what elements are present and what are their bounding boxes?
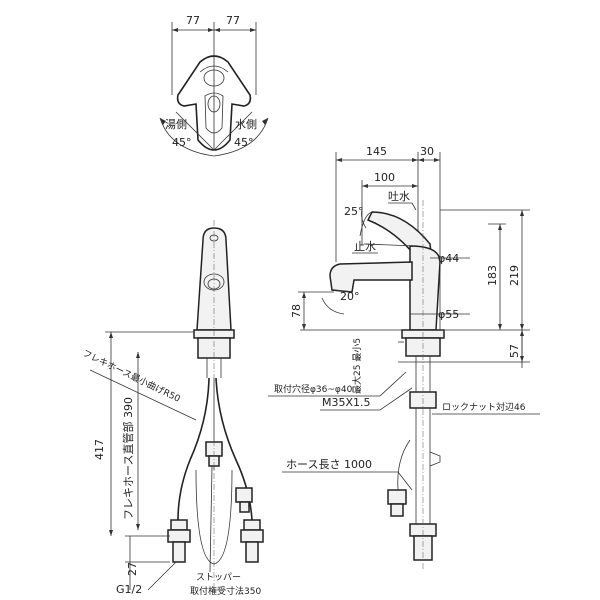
dia-55: φ55 <box>438 308 459 321</box>
dia-44: φ44 <box>438 252 459 265</box>
top-view: 77 77 湯側 水側 45° 45° <box>159 14 269 157</box>
mount-hole-label: 取付穴径φ36~φ40 <box>274 383 353 395</box>
angle-left: 45° <box>172 136 192 149</box>
dim-78: 78 <box>290 304 303 318</box>
thread-g12-label: G1/2 <box>116 583 142 596</box>
dim-57: 57 <box>508 344 521 358</box>
hose-length-label: ホース長さ 1000 <box>286 458 372 471</box>
dim-417: 417 <box>93 439 106 460</box>
angle-20: 20° <box>340 290 360 303</box>
angle-25: 25° <box>344 205 364 218</box>
dim-77-right: 77 <box>226 14 240 27</box>
stopper-dim-label: 取付権受寸法350 <box>190 585 261 597</box>
spout-position-label: 吐水 <box>388 190 410 203</box>
dim-27: 27 <box>126 562 139 576</box>
dim-hose-straight: フレキホース直管部 390 <box>121 397 135 520</box>
locknut-label: ロックナット対辺46 <box>442 401 526 413</box>
hose-min-radius-label: フレキホース最小曲げR50 <box>81 348 182 405</box>
max-min-label: 最大25 最小5 <box>351 338 363 394</box>
stop-position-label: 止水 <box>354 240 376 253</box>
dim-145: 145 <box>366 145 387 158</box>
dim-183: 183 <box>486 265 499 286</box>
dim-100: 100 <box>374 171 395 184</box>
cold-side-label: 水側 <box>235 118 257 131</box>
thread-m35-label: M35X1.5 <box>322 396 371 409</box>
stopper-label: ストッパー <box>196 572 241 583</box>
hot-side-label: 湯側 <box>165 118 187 131</box>
dim-30: 30 <box>420 145 434 158</box>
dim-77-left: 77 <box>186 14 200 27</box>
angle-right: 45° <box>234 136 254 149</box>
side-view: 145 30 100 吐水 25° 止水 φ44 20° <box>268 145 540 570</box>
dim-219: 219 <box>508 265 521 286</box>
